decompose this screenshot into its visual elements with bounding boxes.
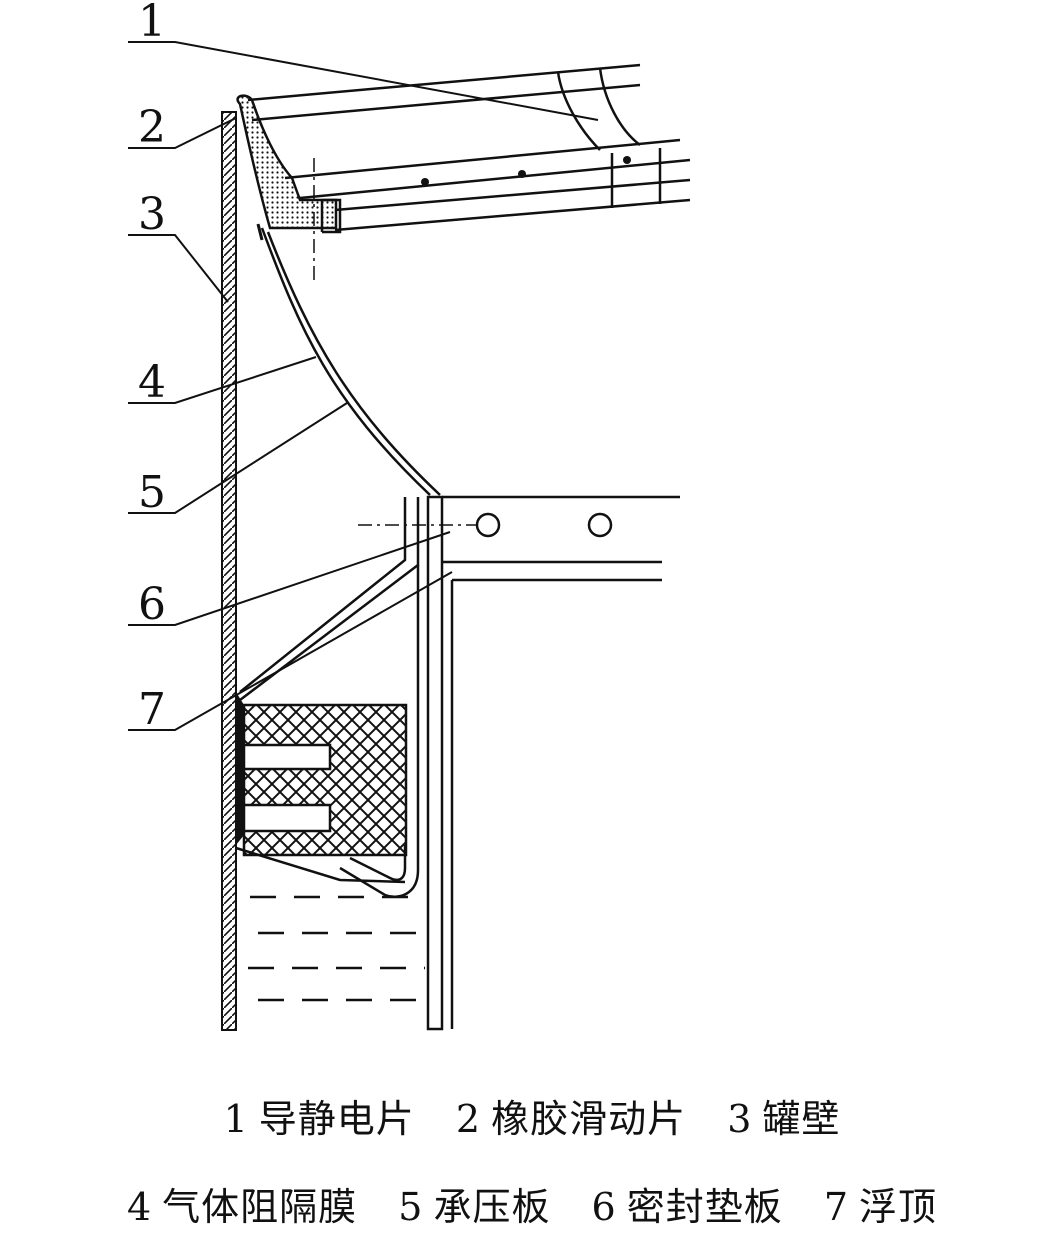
- callout-3: 3: [138, 189, 166, 240]
- roof-bolt-hole-2: [587, 512, 613, 538]
- rubber-sliding-piece: [236, 94, 338, 230]
- foam-seal-block: [235, 692, 408, 884]
- tank-wall: [221, 111, 237, 1031]
- liquid-surface: [248, 895, 425, 1002]
- bolt-hole-1: [421, 178, 429, 186]
- floating-roof-rim: [239, 495, 680, 1031]
- callout-4: 4: [138, 357, 166, 408]
- seal-structure-diagram: 1 2 3 4 5 6 7: [128, 0, 691, 1031]
- roof-bolt-hole-1: [475, 512, 501, 538]
- leader-lines: [128, 41, 599, 731]
- membrane-curves: [256, 223, 441, 496]
- callout-2: 2: [138, 102, 166, 153]
- bolt-hole-2: [518, 170, 526, 178]
- bolt-hole-3: [623, 156, 631, 164]
- callout-5: 5: [138, 467, 166, 518]
- callout-6: 6: [138, 579, 166, 630]
- callout-1: 1: [138, 0, 166, 47]
- callout-7: 7: [138, 684, 166, 735]
- callout-numbers: 1 2 3 4 5 6 7: [138, 0, 166, 735]
